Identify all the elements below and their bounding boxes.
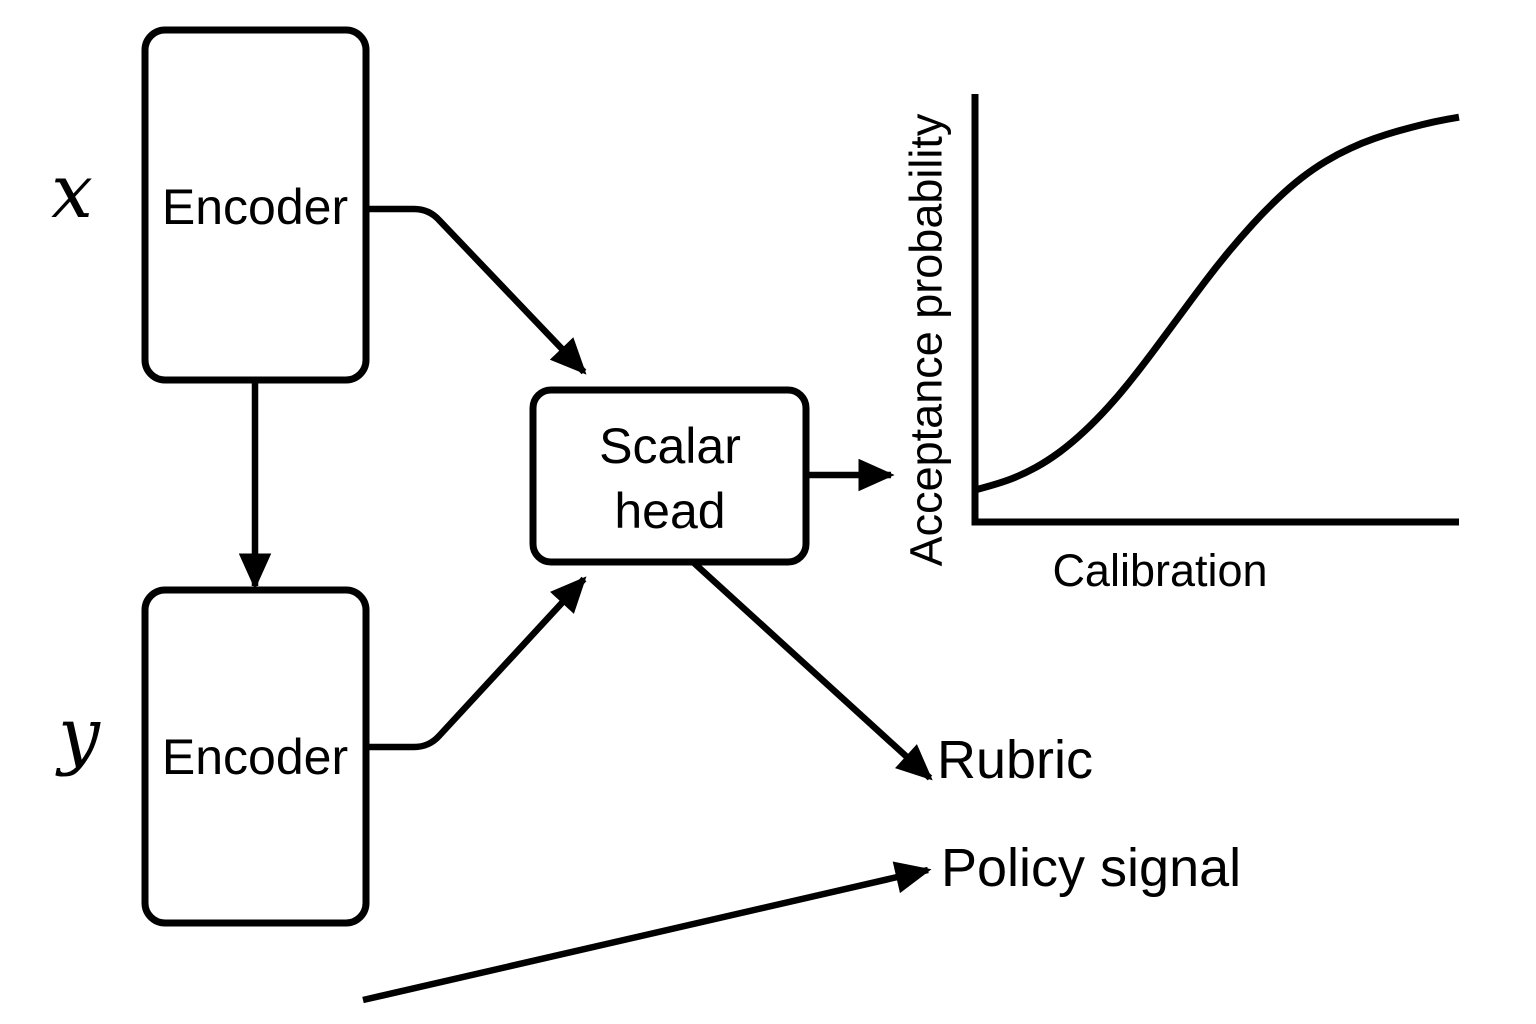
arrow-encoder-x-to-scalar-head [366, 205, 587, 375]
rubric-label: Rubric [937, 730, 1093, 790]
acceptance-curve [974, 113, 1460, 494]
input-y-label: y [55, 692, 101, 778]
chart-y-axis-label: Acceptance probability [901, 113, 952, 566]
scalar-head-label-line1: Scalar [599, 418, 741, 474]
arrow-to-policy-signal [362, 861, 932, 1004]
policy-signal-label: Policy signal [941, 838, 1241, 898]
encoder-y-box [141, 586, 370, 927]
arrow-scalar-head-to-rubric [691, 560, 933, 781]
encoder-x-label: Encoder [162, 179, 348, 235]
input-x-label: x [51, 149, 93, 235]
chart-axes [971, 94, 1459, 526]
encoder-y-label: Encoder [162, 729, 348, 785]
arrow-encoder-y-to-scalar-head [366, 576, 587, 751]
chart-x-axis-label: Calibration [1052, 545, 1267, 596]
scalar-head-label-line2: head [614, 483, 725, 539]
